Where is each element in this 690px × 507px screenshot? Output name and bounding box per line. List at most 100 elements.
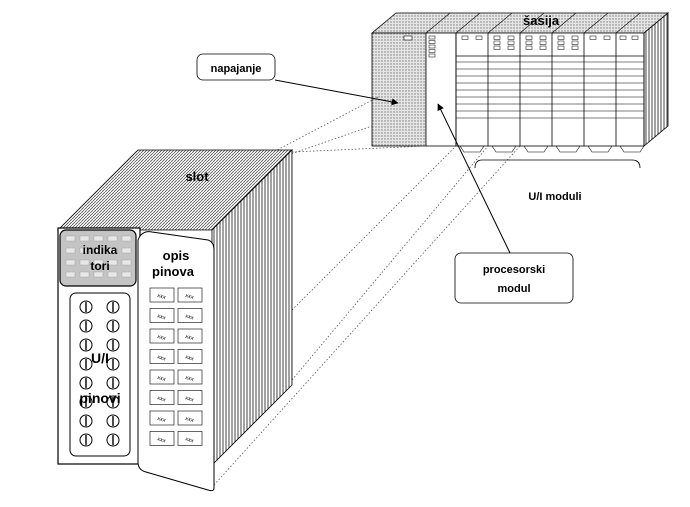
pin-label-text: xxx <box>156 313 167 322</box>
indicator-led-icon <box>107 235 118 242</box>
io-led-icon <box>461 35 469 40</box>
indicator-led-icon <box>93 247 104 254</box>
pin-label-text: xxx <box>184 313 195 322</box>
chassis-side <box>643 12 669 147</box>
indicator-led-icon <box>79 271 90 278</box>
pin-label-box <box>149 410 175 426</box>
pin-label-box <box>149 287 175 303</box>
io-moduli-brace <box>474 159 641 169</box>
pin-label-box <box>149 308 175 323</box>
io-led-icon <box>631 35 639 40</box>
napajanje-callout <box>196 53 276 81</box>
label-indikatori-1: indika <box>83 243 118 257</box>
pin-label-box <box>149 349 175 364</box>
module-tab <box>523 145 549 153</box>
pin-label-box <box>177 390 203 405</box>
indicator-led-icon <box>107 271 118 278</box>
module-tab <box>555 145 581 153</box>
pin-label-box <box>149 369 175 385</box>
io-modules-block <box>455 32 645 147</box>
label-pinovi: pinovi <box>79 390 120 406</box>
io-led-icon <box>475 35 483 40</box>
io-led-icon <box>571 40 579 45</box>
io-led-icon <box>589 35 597 40</box>
indicator-led-icon <box>79 235 90 242</box>
io-led-icon <box>507 35 515 40</box>
pin-label-text: xxx <box>156 354 167 363</box>
io-led-icon <box>539 40 547 45</box>
io-led-icon <box>571 35 579 40</box>
label-ui: U/I <box>91 350 109 366</box>
indicator-led-icon <box>79 259 90 266</box>
processor-led-icon <box>428 40 436 44</box>
indicator-led-icon <box>65 271 76 278</box>
io-led-icon <box>525 45 533 50</box>
module-tab <box>619 145 645 153</box>
module-top-divider <box>455 12 481 34</box>
terminal-block <box>69 292 131 457</box>
indicator-led-icon <box>93 235 104 242</box>
pin-label-text: xxx <box>184 292 195 301</box>
module-top-divider <box>583 12 609 34</box>
module-tab <box>459 145 485 153</box>
module-tab <box>587 145 613 153</box>
processor-led-icon <box>428 44 436 49</box>
label-napajanje: napajanje <box>211 63 262 75</box>
indicator-led-icon <box>121 259 132 266</box>
module-top-divider <box>425 12 451 34</box>
pin-label-text: xxx <box>156 292 167 301</box>
indicator-led-icon <box>107 247 118 254</box>
label-ui-moduli: U/I moduli <box>528 191 581 203</box>
indicator-led-icon <box>121 247 132 254</box>
pin-label-box <box>177 349 203 364</box>
module-top-divider <box>551 12 577 34</box>
module-tab <box>491 145 517 153</box>
pin-label-text: xxx <box>156 395 167 404</box>
io-led-icon <box>525 35 533 40</box>
pin-label-text: xxx <box>156 374 167 383</box>
pin-label-text: xxx <box>156 415 167 424</box>
io-led-icon <box>557 45 565 50</box>
indicator-led-icon <box>65 259 76 266</box>
indicator-led-icon <box>121 271 132 278</box>
processor-led-icon <box>428 35 436 40</box>
indicator-led-icon <box>107 259 118 266</box>
indicator-led-icon <box>65 235 76 242</box>
chassis <box>370 12 670 153</box>
pin-label-box <box>177 328 203 344</box>
pin-label-box <box>177 308 203 323</box>
pin-label-box <box>149 431 175 446</box>
module-top-divider <box>519 12 545 34</box>
pin-label-text: xxx <box>184 436 195 445</box>
io-led-icon <box>507 40 515 45</box>
napajanje-arrow <box>274 79 399 106</box>
procesorski-arrow <box>437 103 511 254</box>
io-led-icon <box>539 35 547 40</box>
pin-label-box <box>177 287 203 303</box>
pin-label-box <box>149 328 175 344</box>
module-top-divider <box>643 12 669 34</box>
io-led-icon <box>539 45 547 50</box>
indicator-led-icon <box>93 259 104 266</box>
label-pinova: pinova <box>152 264 195 279</box>
io-led-icon <box>619 35 627 40</box>
io-led-icon <box>493 40 501 45</box>
indicator-led-icon <box>121 235 132 242</box>
module-top-divider <box>487 12 513 34</box>
label-sasija: šasija <box>523 13 560 28</box>
pin-label-box <box>177 410 203 426</box>
indicator-led-icon <box>79 247 90 254</box>
io-led-icon <box>557 40 565 45</box>
indicator-led-icon <box>93 271 104 278</box>
io-led-icon <box>507 45 515 50</box>
pin-label-text: xxx <box>184 415 195 424</box>
power-supply-module <box>371 32 427 147</box>
label-modul: modul <box>498 283 531 295</box>
power-led-icon <box>403 35 413 41</box>
processor-led-icon <box>428 49 436 53</box>
label-slot: slot <box>185 169 209 184</box>
pin-label-box <box>149 390 175 405</box>
